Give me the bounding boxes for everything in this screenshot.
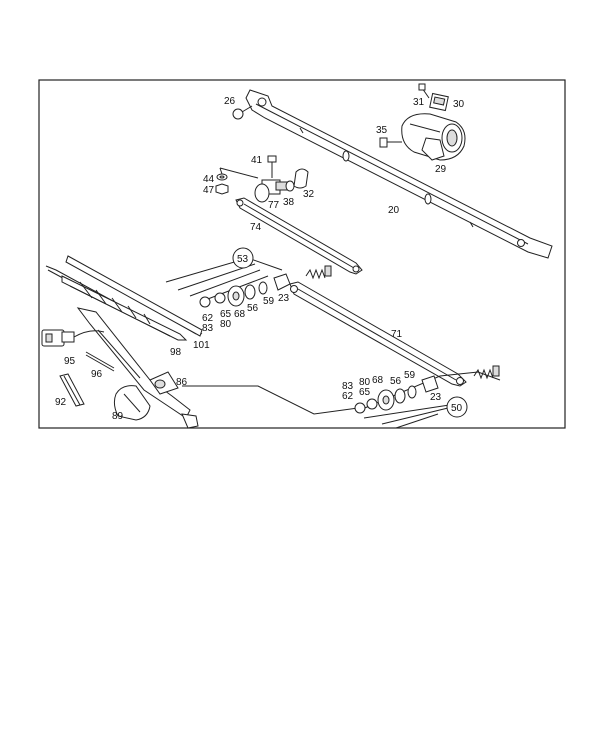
bolt-35 — [379, 137, 402, 148]
label-56-upper: 56 — [247, 303, 259, 314]
label-44: 44 — [203, 174, 215, 185]
label-26: 26 — [224, 96, 236, 107]
label-65-lower: 65 — [359, 387, 371, 398]
washer-nozzle-95 — [41, 329, 105, 347]
screw-26 — [232, 105, 253, 120]
label-96: 96 — [91, 369, 103, 380]
linkage-rod-74 — [235, 197, 363, 275]
leader-41-44 — [219, 167, 223, 175]
label-92: 92 — [55, 397, 67, 408]
label-31: 31 — [413, 97, 425, 108]
leader-41-44b — [219, 167, 259, 179]
callout-circle-53 — [232, 247, 254, 269]
spring-upper — [305, 265, 332, 280]
label-62-lower: 62 — [342, 391, 354, 402]
label-101: 101 — [193, 340, 210, 351]
label-86: 86 — [176, 377, 188, 388]
linkage-bar-20 — [245, 89, 553, 259]
bolt-41 — [267, 155, 277, 178]
label-59-lower: 59 — [404, 370, 416, 381]
callout-circle-50 — [446, 396, 468, 418]
label-53: 53 — [237, 254, 249, 265]
linkage-rod-71 — [289, 281, 467, 387]
arm-cover-89 — [113, 385, 151, 421]
label-77: 77 — [268, 200, 280, 211]
label-30: 30 — [453, 99, 465, 110]
label-41: 41 — [251, 155, 263, 166]
cover-32 — [293, 168, 309, 189]
label-47: 47 — [203, 185, 215, 196]
label-68-upper: 68 — [234, 309, 246, 320]
washer-44 — [216, 173, 228, 181]
label-65-upper: 65 — [220, 309, 232, 320]
label-68-lower: 68 — [372, 375, 384, 386]
label-71: 71 — [391, 329, 403, 340]
label-20: 20 — [388, 205, 400, 216]
label-83-lower: 83 — [342, 381, 354, 392]
label-62-upper: 62 — [202, 313, 214, 324]
clip-96 — [85, 351, 115, 372]
label-23-upper: 23 — [278, 293, 290, 304]
label-83-upper: 83 — [202, 323, 214, 334]
motor-connector-30 — [429, 92, 449, 112]
wiper-motor-29 — [401, 113, 466, 161]
wiper-blade-insert-101 — [65, 255, 203, 337]
bushing-38 — [275, 180, 295, 192]
label-50: 50 — [451, 403, 463, 414]
label-98: 98 — [170, 347, 182, 358]
blade-rubber-92 — [59, 373, 85, 407]
screw-31 — [418, 83, 430, 99]
spring-lower — [473, 365, 500, 380]
label-35: 35 — [376, 125, 388, 136]
wiper-blade-98 — [45, 265, 188, 341]
label-89: 89 — [112, 411, 124, 422]
wiper-arm-86 — [76, 307, 199, 429]
label-80-upper: 80 — [220, 319, 232, 330]
pivot-group-50 — [182, 365, 501, 429]
label-80-lower: 80 — [359, 377, 371, 388]
label-38: 38 — [283, 197, 295, 208]
label-29: 29 — [435, 164, 447, 175]
label-74: 74 — [250, 222, 262, 233]
bracket-77 — [254, 179, 281, 203]
label-59-upper: 59 — [263, 296, 275, 307]
nut-47 — [215, 183, 229, 195]
label-32: 32 — [303, 189, 315, 200]
label-56-lower: 56 — [390, 376, 402, 387]
label-23-lower: 23 — [430, 392, 442, 403]
label-95: 95 — [64, 356, 76, 367]
diagram-frame — [38, 79, 566, 429]
